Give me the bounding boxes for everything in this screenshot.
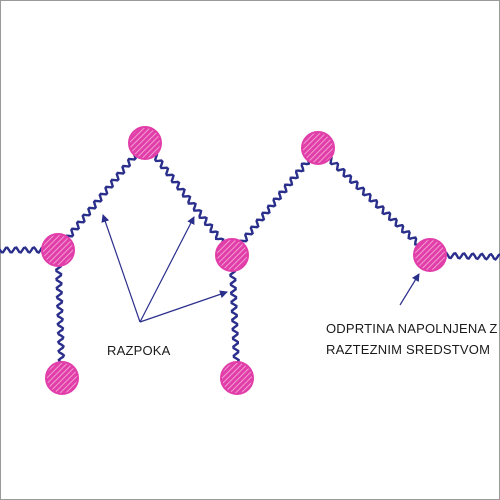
chain-bond-7 [54,248,66,380]
chain-node-2 [128,126,162,160]
chain-node-3 [215,238,249,272]
chain-node-5 [413,238,447,272]
chain-node-1 [41,233,75,267]
pointer-arrow-4 [399,273,420,306]
chain-bond-2 [56,143,148,252]
chain-bond-8 [228,253,241,380]
chain-nodes [41,126,447,395]
chain-bond-3 [142,141,236,255]
chain-bond-5 [316,146,431,258]
pointer-arrow-1 [101,214,141,323]
opening-label-line-1: ODPRTINA NAPOLNJENA Z [326,321,498,336]
chain-bond-4 [230,148,322,257]
pointer-arrow-3 [139,290,228,323]
crack-arrows [101,214,420,323]
chain-node-4 [301,131,335,165]
chain-node-7 [220,361,254,395]
opening-label-line-2: RAZTEZNIM SREDSTVOM [326,342,491,357]
crack-label: RAZPOKA [107,343,171,358]
opening-label: ODPRTINA NAPOLNJENA Z RAZTEZNIM SREDSTVO… [326,318,498,360]
chain-node-6 [45,361,79,395]
pointer-arrow-2 [139,216,195,323]
